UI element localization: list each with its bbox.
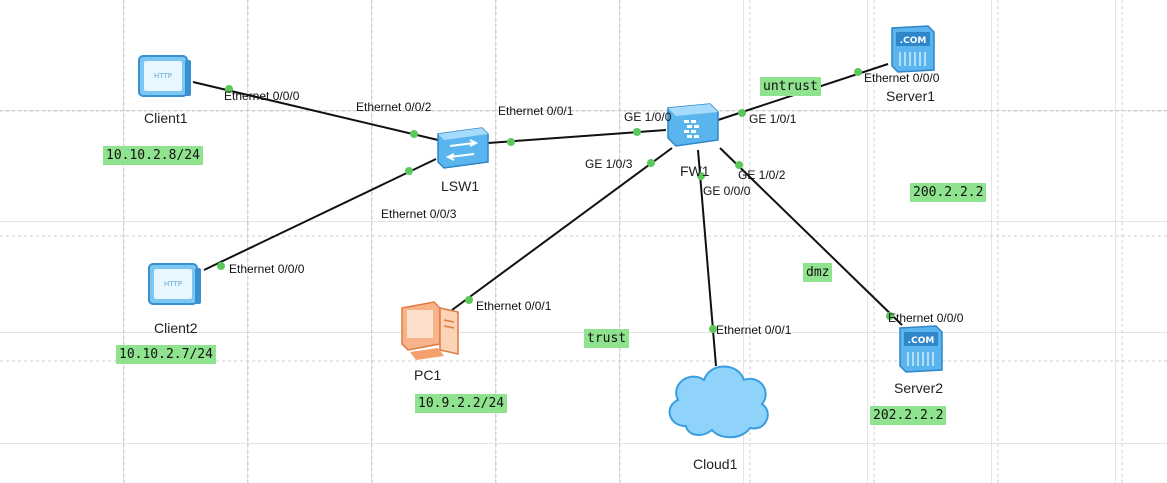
switch-icon [437,127,489,169]
server2-device[interactable]: .COM [894,322,948,379]
port-label-lsw1-e003: Ethernet 0/0/3 [381,207,457,221]
client1-name: Client1 [144,110,188,126]
port-dot [217,262,225,270]
cloud-icon [668,365,769,439]
zone-tag-dmz: dmz [803,263,833,282]
port-dot [886,312,894,320]
client2-ip-tag: 10.10.2.7/24 [116,345,216,364]
port-label-fw1-ge000: GE 0/0/0 [703,184,751,198]
server2-name: Server2 [894,380,944,396]
port-dot [405,167,413,175]
client2-name: Client2 [154,320,198,336]
cloud1-device[interactable] [662,356,774,447]
web-server-icon: .COM [891,25,935,73]
http-client-icon: HTTP [138,55,191,97]
zone-tag-untrust: untrust [760,77,821,96]
port-label-pc1: Ethernet 0/0/1 [476,299,552,313]
link-client2-lsw1[interactable] [203,158,437,271]
client2-device[interactable]: HTTP [145,260,205,315]
pc1-device[interactable] [396,298,468,367]
port-label-server1: Ethernet 0/0/0 [864,71,940,85]
fw1-device[interactable] [664,100,722,155]
port-label-lsw1-e001: Ethernet 0/0/1 [498,104,574,118]
port-dot [410,130,418,138]
server1-device[interactable]: .COM [886,22,940,79]
web-server-icon: .COM [899,325,943,373]
port-label-fw1-ge101: GE 1/0/1 [749,112,797,126]
server2-ip-tag: 202.2.2.2 [870,406,947,425]
port-label-fw1-ge100: GE 1/0/0 [624,110,672,124]
port-dot [709,325,717,333]
port-label-lsw1-e002: Ethernet 0/0/2 [356,100,432,114]
fw1-name: FW1 [680,163,710,179]
link-fw1-server2[interactable] [719,147,903,326]
port-label-client1: Ethernet 0/0/0 [224,89,300,103]
client1-device[interactable]: HTTP [135,52,195,107]
lsw1-device[interactable] [432,124,492,175]
port-label-client2: Ethernet 0/0/0 [229,262,305,276]
port-dot [225,85,233,93]
pc1-ip-tag: 10.9.2.2/24 [415,394,508,413]
cloud1-name: Cloud1 [693,456,738,472]
port-dot [647,159,655,167]
svg-text:HTTP: HTTP [164,280,182,288]
server1-ip-tag: 200.2.2.2 [910,183,987,202]
zone-tag-trust: trust [584,329,630,348]
http-client-icon: HTTP [148,263,201,305]
link-fw1-cloud1[interactable] [697,149,717,367]
server1-name: Server1 [886,88,936,104]
client1-ip-tag: 10.10.2.8/24 [103,146,203,165]
lsw1-name: LSW1 [441,178,480,194]
port-dot [507,138,515,146]
port-label-fw1-ge102: GE 1/0/2 [738,168,786,182]
port-dot [735,161,743,169]
port-label-cloud1: Ethernet 0/0/1 [716,323,792,337]
link-client1-lsw1[interactable] [192,81,439,141]
link-fw1-pc1[interactable] [451,147,673,311]
pc1-name: PC1 [414,367,442,383]
svg-text:HTTP: HTTP [154,72,172,80]
port-dot [465,296,473,304]
port-dot [697,172,705,180]
svg-text:.COM: .COM [900,36,927,46]
firewall-icon [667,103,719,147]
port-dot [633,128,641,136]
pc-icon [401,301,459,360]
port-label-fw1-ge103: GE 1/0/3 [585,157,633,171]
svg-text:.COM: .COM [908,336,935,346]
port-dot [854,68,862,76]
port-label-server2: Ethernet 0/0/0 [888,311,964,325]
port-dot [738,109,746,117]
